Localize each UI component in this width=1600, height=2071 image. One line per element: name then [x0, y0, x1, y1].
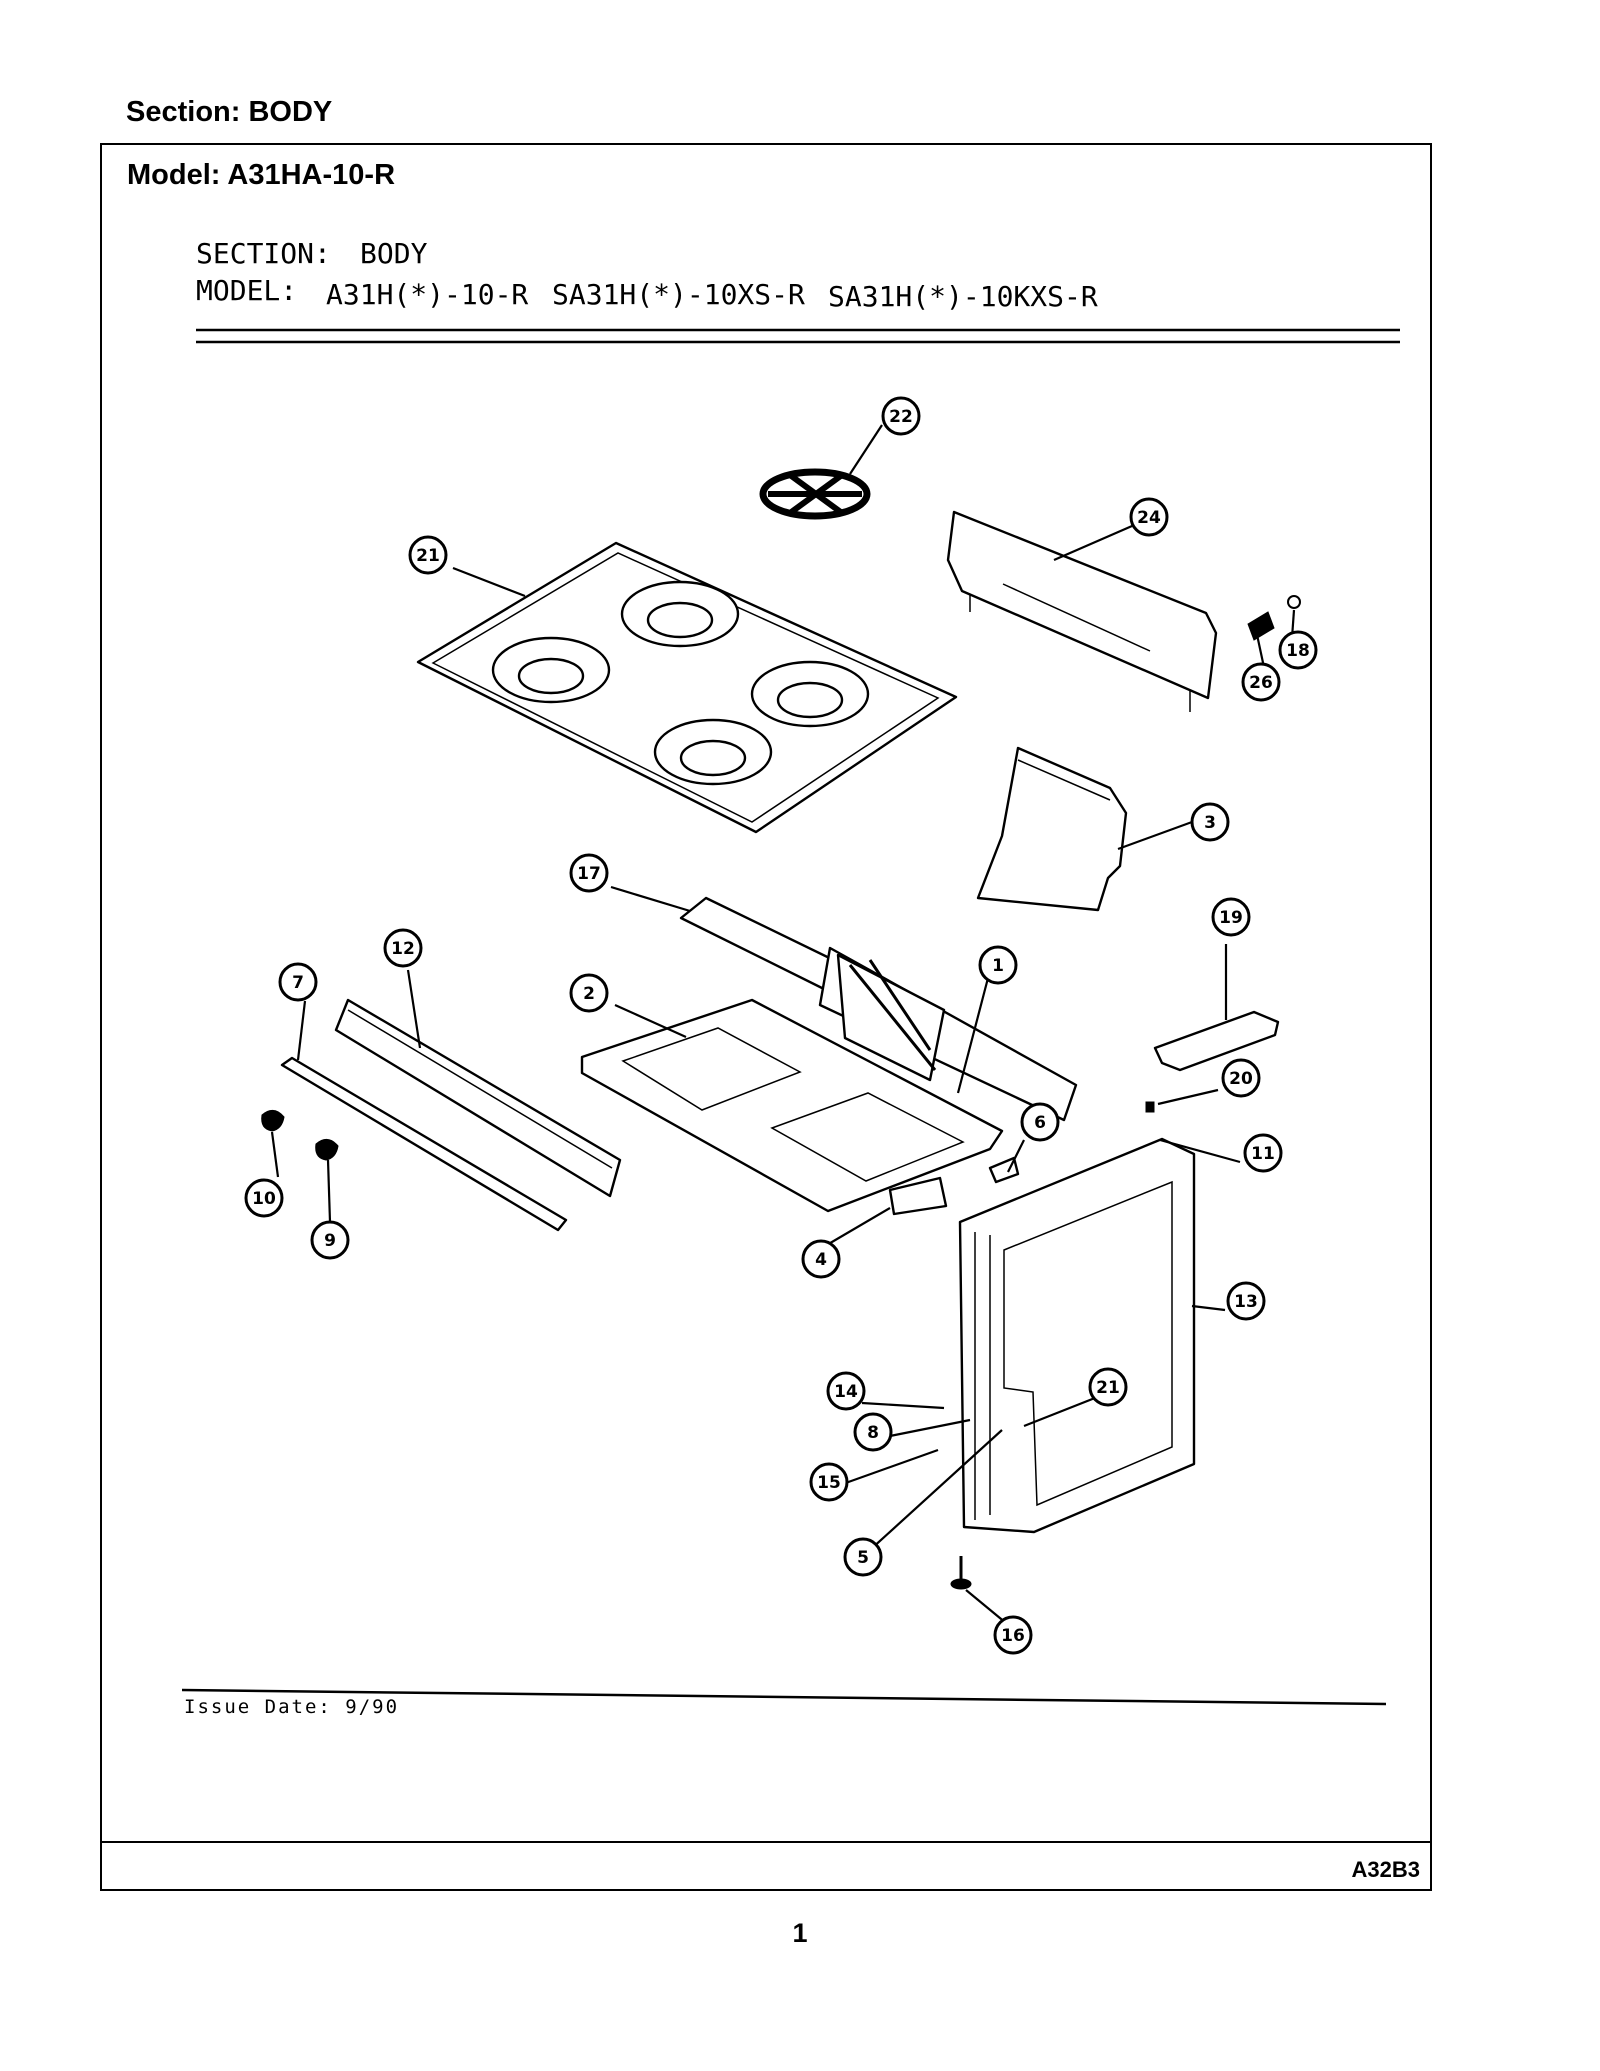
- svg-text:21: 21: [416, 546, 440, 566]
- svg-text:24: 24: [1137, 508, 1161, 528]
- svg-text:19: 19: [1219, 908, 1243, 928]
- svg-text:13: 13: [1234, 1292, 1258, 1312]
- part-side-panel: [958, 1137, 1196, 1534]
- callout-19: 19: [1211, 897, 1251, 937]
- svg-text:12: 12: [391, 939, 415, 959]
- callout-3: 3: [1190, 802, 1230, 842]
- diagram-code: A32B3: [1351, 1857, 1420, 1882]
- svg-text:4: 4: [815, 1250, 827, 1270]
- callout-25: 24: [1129, 497, 1169, 537]
- svg-text:22: 22: [889, 407, 913, 427]
- callout-15: 15: [809, 1462, 849, 1502]
- callout-17: 17: [569, 853, 609, 893]
- svg-text:26: 26: [1249, 673, 1273, 693]
- callout-2: 2: [569, 973, 609, 1013]
- svg-text:17: 17: [577, 864, 601, 884]
- svg-text:15: 15: [817, 1473, 841, 1493]
- diagram-model-2: SA31H(*)-10XS-R: [552, 278, 805, 311]
- callout-18: 18: [1278, 630, 1318, 670]
- svg-text:18: 18: [1286, 641, 1310, 661]
- part-hardware: [261, 1101, 1155, 1590]
- callout-12: 12: [383, 928, 423, 968]
- svg-text:8: 8: [867, 1423, 879, 1443]
- callout-13: 13: [1226, 1281, 1266, 1321]
- svg-text:1: 1: [992, 956, 1004, 976]
- part-base-frame: [818, 946, 1078, 1122]
- part-rear-shield: [976, 746, 1128, 912]
- callout-11: 11: [1243, 1133, 1283, 1173]
- issue-date: Issue Date: 9/90: [184, 1696, 399, 1718]
- part-grate: [759, 468, 871, 520]
- model-title: Model: A31HA-10-R: [127, 159, 396, 191]
- svg-text:5: 5: [857, 1548, 869, 1568]
- svg-text:9: 9: [324, 1231, 336, 1251]
- svg-text:3: 3: [1204, 813, 1216, 833]
- part-front-rail: [280, 1056, 568, 1232]
- diagram-section-value: BODY: [360, 237, 428, 270]
- svg-text:7: 7: [292, 973, 304, 993]
- diagram-model-1: A31H(*)-10-R: [326, 278, 528, 311]
- page-number: 1: [792, 1918, 808, 1948]
- svg-text:6: 6: [1034, 1113, 1046, 1133]
- part-20-clip: [1145, 1101, 1155, 1113]
- page-section-title: Section: BODY: [126, 96, 333, 128]
- svg-text:16: 16: [1001, 1626, 1025, 1646]
- callout-5: 5: [843, 1537, 883, 1577]
- diagram-model-label: MODEL:: [196, 274, 297, 307]
- svg-text:11: 11: [1251, 1144, 1275, 1164]
- part-front-bracket: [334, 998, 622, 1198]
- callout-14: 14: [826, 1371, 866, 1411]
- callout-6: 6: [1020, 1102, 1060, 1142]
- callout-21: 21: [1088, 1367, 1128, 1407]
- svg-text:14: 14: [834, 1382, 858, 1402]
- callout-4: 4: [801, 1239, 841, 1279]
- callout-8: 8: [853, 1412, 893, 1452]
- callout-1: 1: [978, 945, 1018, 985]
- callout-20: 20: [1221, 1058, 1261, 1098]
- part-cooktop: [416, 541, 958, 834]
- callout-26: 26: [1241, 662, 1281, 702]
- part-backguard: [946, 510, 1218, 712]
- callout-22: 21: [408, 535, 448, 575]
- callout-16: 16: [993, 1615, 1033, 1655]
- part-knob: [1247, 595, 1301, 641]
- issue-rule: [181, 1688, 1387, 1706]
- svg-text:20: 20: [1229, 1069, 1253, 1089]
- callout-24: 22: [881, 396, 921, 436]
- part-10-plug: [261, 1110, 285, 1132]
- part-oven-bottom: [580, 998, 1004, 1213]
- callout-7: 7: [278, 962, 318, 1002]
- part-side-bracket: [1153, 1010, 1280, 1072]
- callout-10: 10: [244, 1178, 284, 1218]
- svg-text:21: 21: [1096, 1378, 1120, 1398]
- callout-9: 9: [310, 1220, 350, 1260]
- part-9-plug: [315, 1139, 339, 1161]
- callout-leaders: [270, 424, 1296, 1629]
- footer-divider: [102, 1841, 1430, 1843]
- diagram-section-label: SECTION:: [196, 237, 331, 270]
- diagram-model-3: SA31H(*)-10KXS-R: [828, 280, 1098, 313]
- part-16-leveler: [950, 1578, 972, 1590]
- svg-text:10: 10: [252, 1189, 276, 1209]
- svg-text:2: 2: [583, 984, 595, 1004]
- diagram-frame: Model: A31HA-10-R A32B3: [100, 143, 1432, 1891]
- part-4-hinge: [888, 1176, 948, 1216]
